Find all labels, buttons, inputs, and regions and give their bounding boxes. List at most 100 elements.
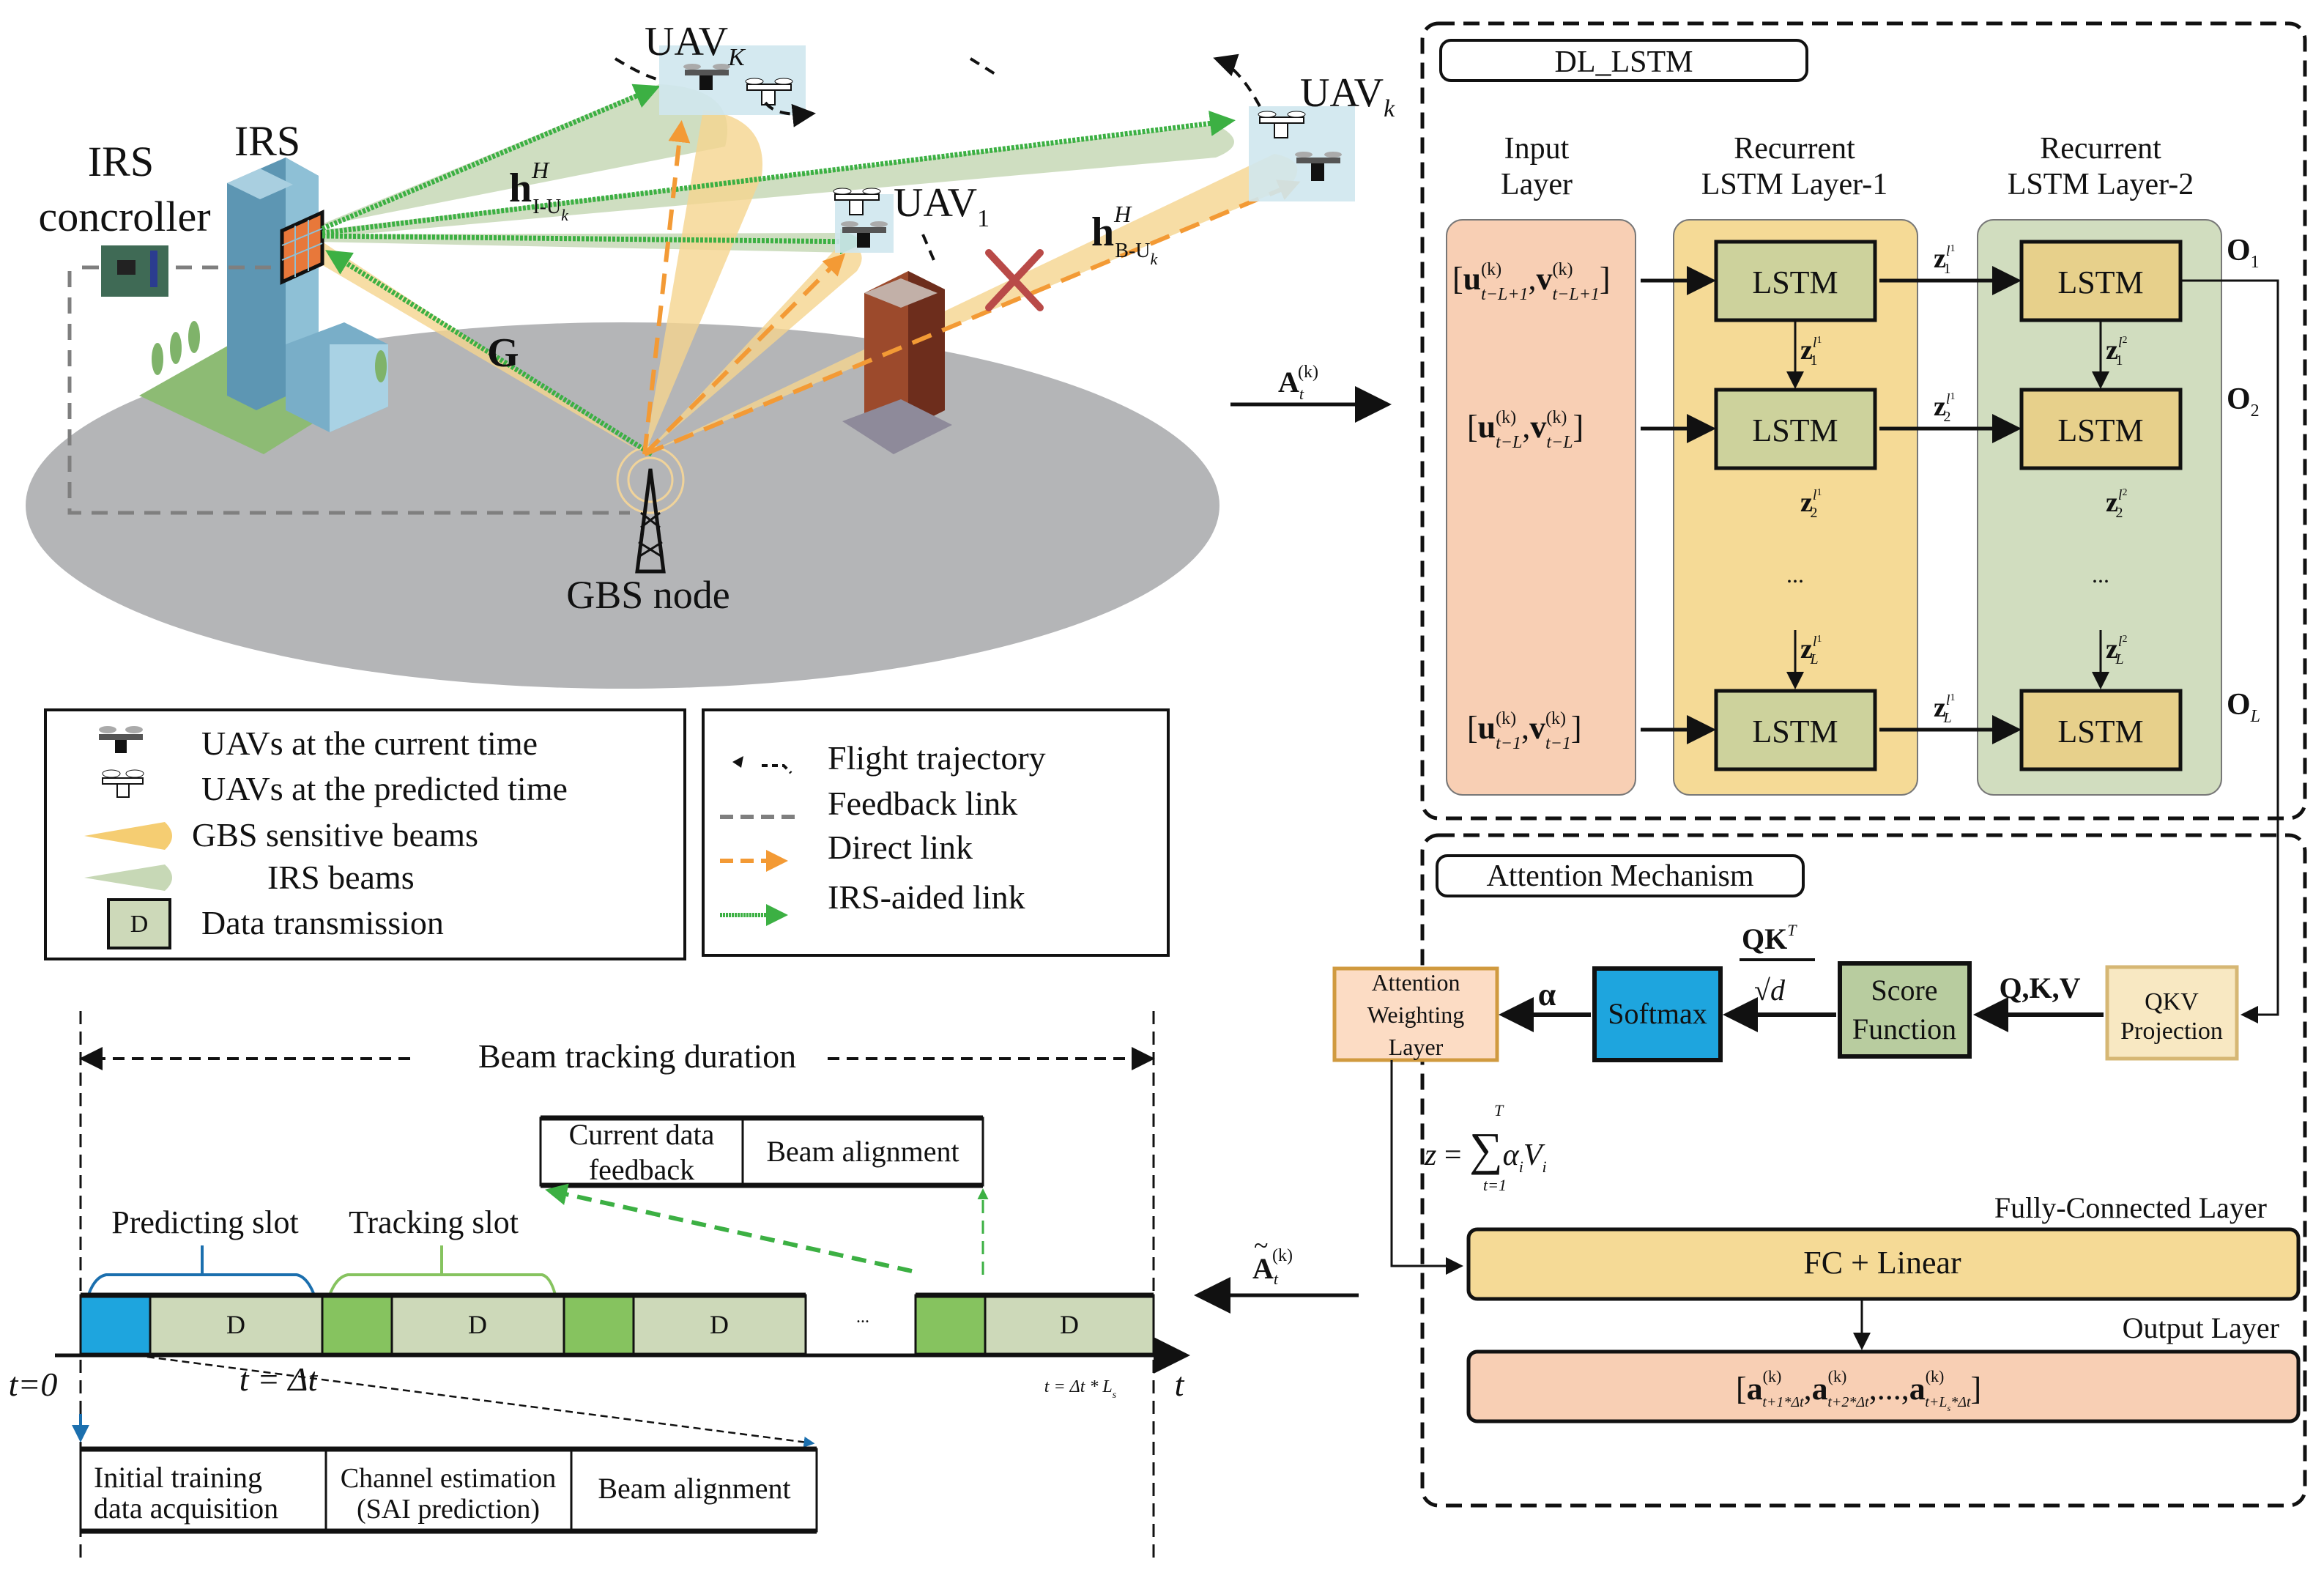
weighting-to-fc-connector [1390,1060,1463,1275]
output-label: O1 [2227,234,2260,272]
feedback-box-cell-text: Current data [569,1118,715,1151]
tracking-slot-label: Tracking slot [349,1204,519,1240]
legend-item-uav-predicted: UAVs at the predicted time [102,769,568,807]
beam-tracking-duration-label: Beam tracking duration [478,1037,796,1075]
scene: IRS concroller IRS UAVK UAV1 UAVk hHI-Uk… [26,19,1395,689]
legend-item-flight-trajectory: Flight trajectory [732,739,1046,777]
dl-lstm-title-box [1439,39,1808,82]
legend-item-irs-aided-link: IRS-aided link [720,878,1025,926]
irs-beam [315,84,728,227]
irs-label: IRS [234,117,300,165]
data-slot-label: D [710,1310,729,1339]
sum-top: T [1494,1101,1504,1119]
irs-controller-label: IRS [88,138,154,185]
gbs-beam [308,242,645,454]
tracking-slot [563,1294,635,1355]
lstm-ellipsis: ... [2092,561,2109,588]
dl-lstm-title: DL_LSTM [1555,45,1693,79]
irs-panel [280,210,324,285]
fc-linear-block [1466,1227,2301,1301]
legend-label: UAVs at the predicted time [201,770,568,807]
output-label: OL [2227,688,2260,726]
timeline-slots [79,1294,1155,1355]
uav-K-label: UAVK [645,19,746,71]
detail-box-cell-text: Initial training [94,1461,262,1494]
legend-label: Direct link [828,829,973,866]
irs-beam-icon [84,864,172,891]
column-header: LSTM Layer-1 [1701,168,1888,201]
lstm-cell-l1-L [1714,689,1877,771]
attention-title-box [1436,854,1805,897]
irs-controller-board [101,245,168,297]
flight-trajectory-arrowhead [732,756,743,768]
timeline: Beam tracking duration Current data feed… [9,1011,1190,1560]
direct-links [642,120,1301,456]
sum-formula: z = ∑αiVi [1424,1123,1547,1176]
score-label: Score [1871,974,1937,1007]
zoom-guide-line [135,1354,815,1448]
weighting-label: Layer [1389,1034,1444,1060]
data-slot-label: D [226,1310,245,1339]
qkv-label: QKV [2145,988,2199,1015]
data-transmission-icon-text: D [130,911,149,938]
legend-right: Flight trajectory Feedback link Direct l… [702,708,1170,957]
legend-item-gbs-beam: GBS sensitive beams [84,816,478,853]
detail-box-cell-text: data acquisition [94,1492,278,1525]
irs-beam [315,125,1234,238]
lstm-cell-label: LSTM [1752,412,1838,448]
a-t-input-label: At(k) [1278,363,1318,403]
gbs-beam-icon [84,822,172,850]
column-header: Recurrent [2040,132,2161,166]
softmax-block [1592,966,1723,1062]
qkv-label: Projection [2120,1018,2223,1045]
legend-label: Feedback link [828,785,1017,822]
lstm-cell-label: LSTM [2057,412,2143,448]
legend-label: GBS sensitive beams [192,816,478,853]
uav-predicted-icon [745,78,793,105]
output-label: O2 [2227,382,2260,421]
detail-box-cell-text: Channel estimation [341,1463,556,1494]
t-end-label: t = Δt * Ls [1044,1377,1117,1401]
fc-layer-header: Fully-Connected Layer [1994,1191,2267,1224]
feedback-link [67,265,630,515]
time-axis-label: t [1175,1366,1185,1403]
legend-item-feedback-link: Feedback link [720,785,1017,822]
uav-k-label: UAVk [1300,70,1395,122]
lstm-cell-label: LSTM [1752,714,1838,749]
lstm-to-attention-connector [2180,279,2279,1023]
t0-label: t=0 [9,1366,58,1403]
legend-item-direct-link: Direct link [720,829,973,872]
gbs-node-label: GBS node [566,573,730,617]
irs-aided-links [321,84,1236,456]
data-slot-label: D [1060,1310,1079,1339]
data-transmission-icon [107,898,171,949]
data-slot [984,1294,1155,1355]
blocked-x-icon [985,249,1044,311]
data-slot-label: D [468,1310,487,1339]
lstm-cell-label: LSTM [1752,264,1838,300]
tracking-slot [321,1294,393,1355]
predicting-slot-detail-box: Initial training data acquisition Channe… [79,1446,818,1534]
uav-current-icon [1295,152,1342,181]
slot-ellipsis: ... [856,1308,869,1327]
legend-label: IRS-aided link [828,878,1025,916]
detail-box-cell-text: Beam alignment [598,1472,790,1505]
column-header: LSTM Layer-2 [2008,168,2194,201]
uav-current-icon [683,64,730,90]
softmax-label: Softmax [1608,997,1707,1030]
alpha-label: α [1538,977,1556,1012]
weighting-label: Weighting [1367,1001,1465,1028]
flight-trajectories [614,53,1261,261]
feedback-box-cell-text: Beam alignment [766,1135,959,1168]
obstacle-building [842,271,952,454]
gbs-beam [645,154,1298,454]
